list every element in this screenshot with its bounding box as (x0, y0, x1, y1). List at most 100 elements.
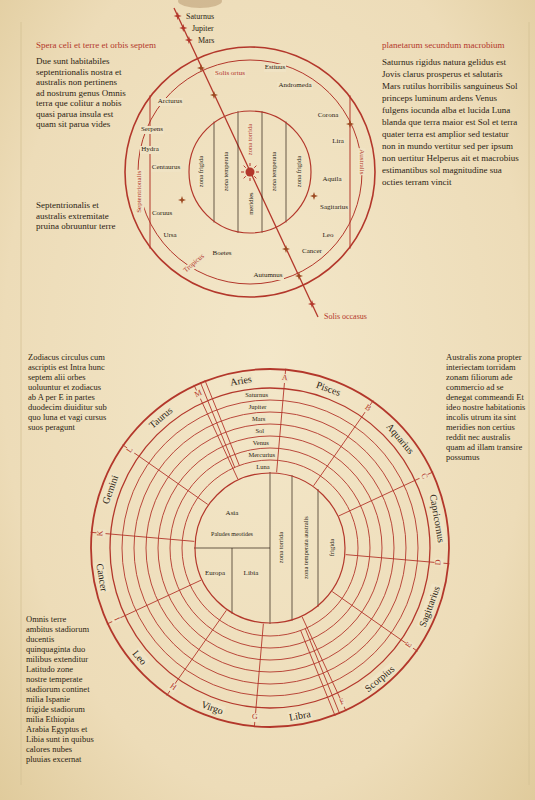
sign-divider (254, 624, 263, 728)
planet-name: Jupiter (248, 403, 268, 410)
text-block: Australis zona propter interiectam torri… (446, 352, 526, 462)
zodiac-sign: Cancer (95, 562, 111, 594)
zone-name: zona frigida (295, 155, 302, 188)
circle-outline (195, 473, 345, 623)
sun-ray (250, 178, 251, 181)
sun-ray (244, 176, 246, 178)
zodiac-circle: AsiaPaludes meotidesEuropaLibiazona torr… (90, 368, 450, 728)
orbit-ring (110, 388, 430, 708)
star-name: Autumnus (252, 272, 283, 280)
planet-name: Mercurius (247, 451, 276, 458)
zodiac-sign: Capricornus (428, 492, 448, 544)
star-name: Estiuus (264, 64, 287, 72)
division-letter: H (167, 681, 178, 693)
star-name: Cancer (301, 248, 323, 256)
region-name: zona torrida (277, 531, 284, 564)
sphere-ring (138, 60, 362, 284)
sign-divider (332, 592, 417, 652)
circle-outline (125, 47, 375, 297)
division-letter: G (251, 713, 260, 722)
text-block: Due sunt habitabiles septentrionalis nos… (36, 56, 126, 130)
planet-star (179, 24, 187, 32)
star-name: Leo (322, 232, 335, 240)
star-name: Ursa (162, 232, 177, 240)
division-letter: B (362, 403, 373, 414)
region-name: Europa (204, 570, 226, 578)
zone-line (238, 111, 239, 233)
planet-name: Jupiter (192, 24, 214, 33)
zone-line (286, 122, 287, 223)
star-name: Corona (317, 112, 340, 120)
zone-line (214, 122, 215, 223)
constellation-star (282, 245, 290, 253)
text-block: Zodiacus circulus cum ascriptis est Intr… (28, 352, 108, 432)
star-name: Sagitarius (319, 204, 349, 212)
sun-ray (244, 166, 246, 168)
constellation-star (197, 64, 205, 72)
map-line (292, 475, 293, 620)
orbit-ring (170, 448, 370, 648)
text-block: Saturnus rigidus natura gelidus est Jovi… (382, 56, 522, 188)
circle-outline-svg (124, 46, 376, 298)
orbit-ring (134, 412, 406, 684)
sun-label: Solis occasus (324, 312, 367, 321)
star-name: Hydra (140, 146, 160, 154)
zone-name: zona temperata (222, 151, 229, 193)
ruling-line (529, 22, 530, 785)
division-letter: C (419, 471, 430, 481)
rubric-heading: planetarum secundum macrobium (382, 40, 504, 51)
zodiac-sign: Taurus (146, 404, 175, 431)
star-name: Lira (331, 138, 345, 146)
sign-divider (91, 532, 195, 541)
earth-zones-circle: zona frigidazona temperatazona torridame… (188, 110, 312, 234)
orbit-ring (146, 424, 394, 672)
region-name: frigida (328, 538, 335, 557)
constellation-star (346, 120, 354, 128)
zodiac-sign: Aries (228, 373, 253, 388)
circle-outline-svg (90, 368, 450, 728)
sign-divider (302, 617, 346, 711)
star-name: Tropicus (181, 252, 206, 275)
circle-outline (189, 111, 311, 233)
sign-divider (339, 472, 433, 516)
celestial-sphere: zona frigidazona temperatazona torridame… (124, 46, 376, 298)
ecliptic-line (205, 380, 239, 465)
sign-divider (107, 580, 201, 624)
zone-name: zona frigida (197, 155, 204, 188)
parchment-stain (178, 0, 222, 8)
region-name: Paludes meotides (210, 531, 254, 538)
star-name: Arcturus (157, 98, 184, 106)
star-name: Aquila (321, 176, 342, 184)
planet-name: Saturnus (186, 12, 214, 21)
star-name: Coruus (151, 210, 173, 218)
planet-name: Mars (198, 36, 214, 45)
star-name: Australis (358, 148, 366, 175)
division-letter: A (281, 374, 290, 383)
sign-divider (314, 401, 374, 486)
polar-circle-line (350, 95, 351, 248)
sign-divider (123, 445, 208, 505)
division-letter: K (96, 529, 105, 538)
planet-name: Sol (254, 427, 265, 434)
region-name: zona temperata australis (301, 516, 308, 581)
map-line (318, 489, 319, 607)
region-name: Asia (225, 510, 240, 518)
rubric-heading: Spera celi et terre et orbis septem (36, 40, 156, 51)
planet-star (174, 12, 182, 20)
sun-ray (241, 172, 244, 173)
text-block: Septentrionalis et australis extremitate… (36, 200, 122, 232)
division-letter: I (111, 616, 121, 624)
circle-outline-svg (194, 472, 346, 624)
zodiac-sign: Gemini (100, 473, 121, 507)
sign-divider (167, 610, 227, 695)
constellation-star (310, 192, 318, 200)
ecliptic-line (301, 631, 335, 716)
ecliptic-line (200, 382, 234, 467)
sun-star (308, 300, 316, 308)
sign-divider (277, 369, 286, 473)
sun-symbol (246, 168, 255, 177)
polar-circle-line (150, 95, 151, 248)
sun-ray (254, 166, 256, 168)
star-name: Solis ortus (214, 70, 246, 78)
